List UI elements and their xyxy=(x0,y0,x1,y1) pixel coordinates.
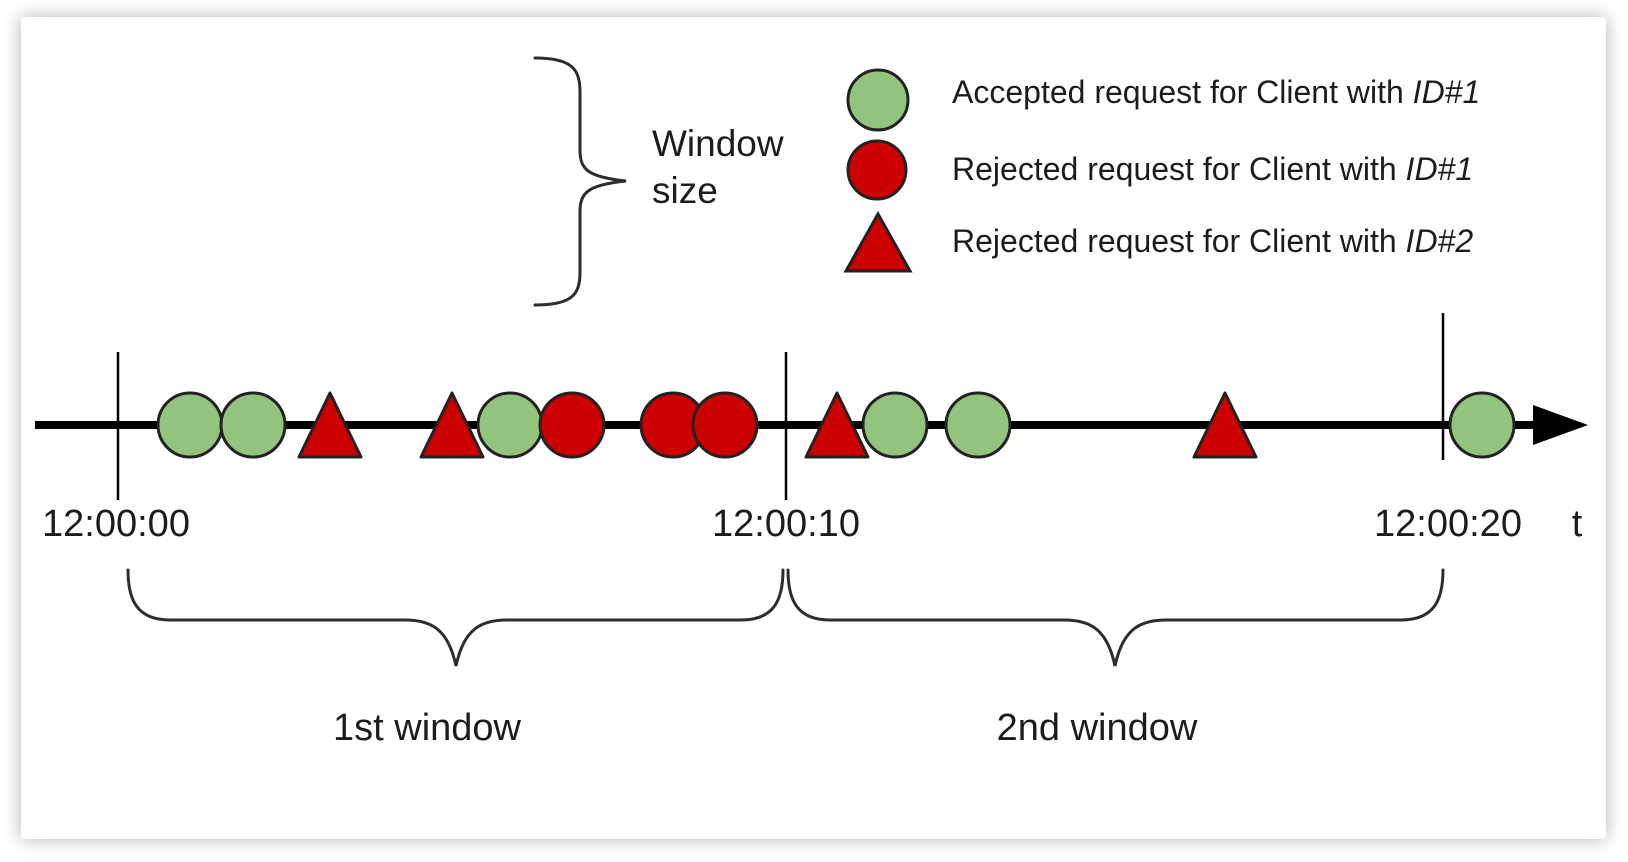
accepted-request-marker xyxy=(219,391,287,459)
second-window-label: 2nd window xyxy=(997,707,1198,749)
arrow-head-icon xyxy=(1533,405,1588,445)
legend-row-accepted-id1: Accepted request for Client with ID#1 xyxy=(846,68,1480,132)
legend-label-text: Accepted request for Client with xyxy=(952,74,1413,110)
legend-label: Rejected request for Client with ID#2 xyxy=(952,223,1473,259)
legend-label-id: ID#2 xyxy=(1406,223,1474,259)
window-size-label-line1: Window xyxy=(652,123,784,164)
rejected-request-marker xyxy=(691,391,759,459)
time-axis-label: t xyxy=(1572,503,1583,545)
first-window-label: 1st window xyxy=(333,707,522,749)
legend-label-id: ID#1 xyxy=(1406,151,1474,187)
first-window-brace xyxy=(126,568,785,667)
rejected-request-marker xyxy=(1192,391,1258,459)
rejected-circle-icon xyxy=(846,139,908,201)
accepted-request-marker xyxy=(476,391,544,459)
accepted-request-marker xyxy=(944,391,1012,459)
second-window-brace xyxy=(786,568,1445,667)
legend: Accepted request for Client with ID#1 Re… xyxy=(843,68,1480,273)
tick-label-12-00-00: 12:00:00 xyxy=(42,503,190,545)
window-size-brace xyxy=(533,56,627,307)
rejected-request-marker xyxy=(419,391,485,459)
legend-label-id: ID#1 xyxy=(1413,74,1481,110)
rejected-request-marker xyxy=(297,391,363,459)
window-size-label-line2: size xyxy=(652,170,718,211)
tick-label-12-00-20: 12:00:20 xyxy=(1374,503,1522,545)
tick-labels: 12:00:00 12:00:10 12:00:20 t xyxy=(42,503,1583,545)
window-size-annotation: Window size xyxy=(533,56,784,307)
rejected-triangle-icon xyxy=(843,210,913,273)
legend-label-text: Rejected request for Client with xyxy=(952,223,1406,259)
legend-row-rejected-id2: Rejected request for Client with ID#2 xyxy=(843,210,1473,273)
rejected-request-marker xyxy=(804,391,870,459)
legend-label: Rejected request for Client with ID#1 xyxy=(952,151,1473,187)
tick-label-12-00-10: 12:00:10 xyxy=(712,503,860,545)
window-braces: 1st window 2nd window xyxy=(126,568,1445,749)
rejected-request-marker xyxy=(538,391,606,459)
legend-label: Accepted request for Client with ID#1 xyxy=(952,74,1480,110)
legend-label-text: Rejected request for Client with xyxy=(952,151,1406,187)
accepted-request-marker xyxy=(861,391,929,459)
accepted-request-marker xyxy=(1448,391,1516,459)
accepted-request-marker xyxy=(156,391,224,459)
timeline-events xyxy=(156,391,1516,459)
accepted-circle-icon xyxy=(846,68,910,132)
legend-row-rejected-id1: Rejected request for Client with ID#1 xyxy=(846,139,1473,201)
